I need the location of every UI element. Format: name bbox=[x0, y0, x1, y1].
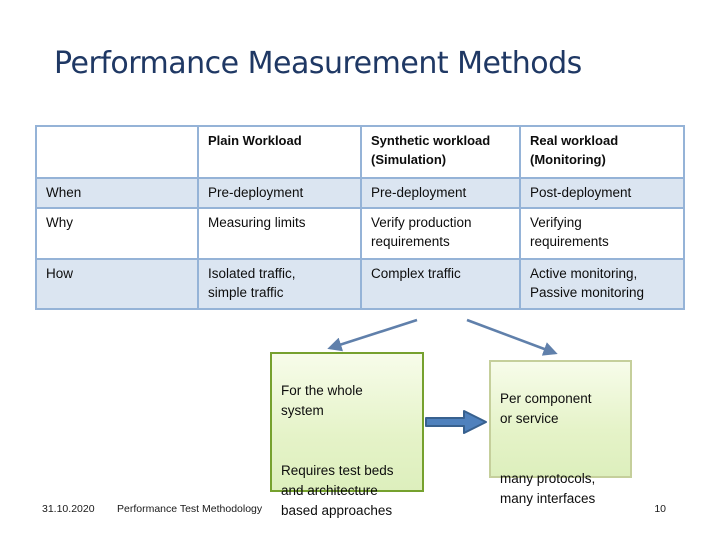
table-header-row: Plain Workload Synthetic workload (Simul… bbox=[35, 125, 685, 179]
table-cell: Post-deployment bbox=[519, 177, 685, 209]
callout-text-bottom: Requires test beds and architecture base… bbox=[281, 463, 394, 518]
table-row-when: When Pre-deployment Pre-deployment Post-… bbox=[35, 177, 685, 209]
header-cell-plain-workload: Plain Workload bbox=[197, 125, 362, 179]
table-cell: Verify production requirements bbox=[360, 207, 521, 260]
header-cell-real-workload: Real workload (Monitoring) bbox=[519, 125, 685, 179]
table-cell: Verifying requirements bbox=[519, 207, 685, 260]
block-arrow-right-icon bbox=[425, 410, 487, 434]
header-cell-empty bbox=[35, 125, 199, 179]
callout-text-bottom: many protocols, many interfaces bbox=[500, 471, 596, 506]
table-cell: Pre-deployment bbox=[197, 177, 362, 209]
footer-date: 31.10.2020 bbox=[42, 503, 95, 515]
table-cell: Isolated traffic, simple traffic bbox=[197, 258, 362, 310]
callout-text-top: Per component or service bbox=[500, 391, 592, 426]
slide-title: Performance Measurement Methods bbox=[54, 46, 582, 81]
thin-arrow-down-right-icon bbox=[466, 318, 558, 356]
callout-text-top: For the whole system bbox=[281, 383, 363, 418]
row-label: When bbox=[35, 177, 199, 209]
thin-arrow-down-left-icon bbox=[327, 318, 418, 352]
table-cell: Complex traffic bbox=[360, 258, 521, 310]
comparison-table: Plain Workload Synthetic workload (Simul… bbox=[35, 125, 685, 310]
table-row-how: How Isolated traffic, simple traffic Com… bbox=[35, 258, 685, 310]
table-cell: Measuring limits bbox=[197, 207, 362, 260]
table-row-why: Why Measuring limits Verify production r… bbox=[35, 207, 685, 260]
callout-whole-system: For the whole system Requires test beds … bbox=[270, 352, 424, 518]
table-cell: Active monitoring, Passive monitoring bbox=[519, 258, 685, 310]
row-label: Why bbox=[35, 207, 199, 260]
footer-deck-title: Performance Test Methodology bbox=[117, 503, 263, 515]
callout-per-component: Per component or service many protocols,… bbox=[489, 360, 632, 506]
row-label: How bbox=[35, 258, 199, 310]
footer-page-number: 10 bbox=[654, 503, 666, 515]
header-cell-synthetic-workload: Synthetic workload (Simulation) bbox=[360, 125, 521, 179]
connector-arrows bbox=[327, 318, 558, 356]
table-cell: Pre-deployment bbox=[360, 177, 521, 209]
